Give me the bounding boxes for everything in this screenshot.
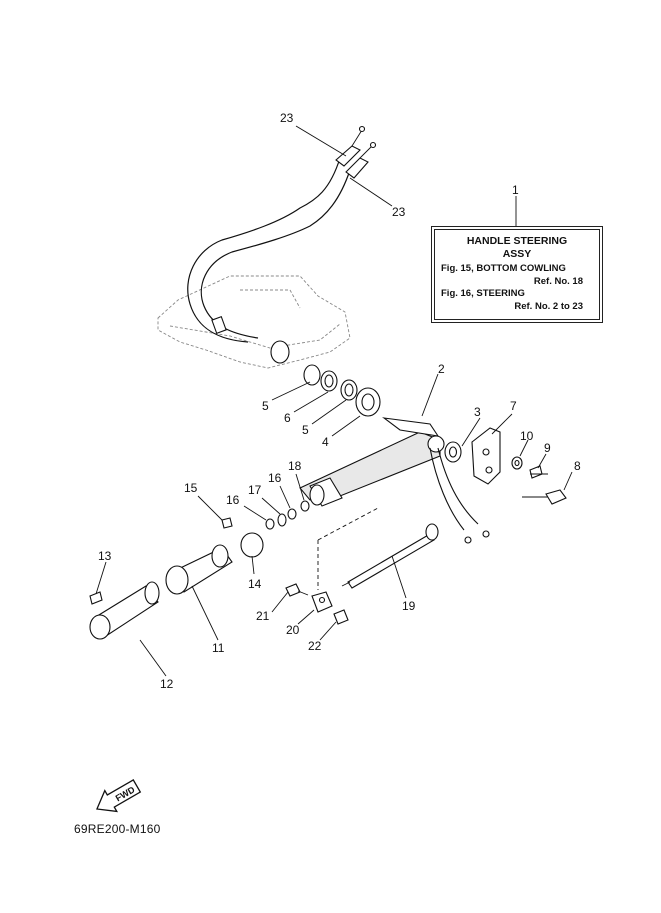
steering-bushings [270,340,381,417]
bottom-cowling-ghost [157,275,351,369]
callout-10: 10 [520,429,534,443]
info-title-line2: ASSY [502,247,532,260]
callout-5a: 5 [262,399,269,413]
callout-2: 2 [438,362,445,376]
info-ref1: Fig. 15, BOTTOM COWLING [441,263,566,274]
callout-23b: 23 [392,205,406,219]
callout-18: 18 [288,459,302,473]
throttle-grip-assembly [89,532,264,640]
info-ref2: Fig. 16, STEERING [441,288,525,299]
callout-21: 21 [256,609,270,623]
callout-3: 3 [474,405,481,419]
callout-8: 8 [574,459,581,473]
callout-5b: 5 [302,423,309,437]
callout-14: 14 [248,577,262,591]
callout-6: 6 [284,411,291,425]
callout-22: 22 [308,639,322,653]
callout-20: 20 [286,623,300,637]
callout-1: 1 [512,183,519,197]
callout-19: 19 [402,599,416,613]
callout-16b: 16 [268,471,282,485]
callout-4: 4 [322,435,329,449]
callout-17: 17 [248,483,262,497]
callout-12: 12 [160,677,174,691]
callout-13: 13 [98,549,112,563]
small-fasteners [221,500,310,530]
callout-23a: 23 [280,111,294,125]
right-side-parts [444,427,567,505]
callout-15: 15 [184,481,198,495]
callout-11: 11 [212,641,225,655]
throttle-cables [187,125,377,343]
diagram-code: 69RE200-M160 [74,822,161,836]
info-ref2-no: Ref. No. 2 to 23 [514,300,583,312]
callout-16a: 16 [226,493,240,507]
fwd-arrow-icon: FWD [96,779,142,813]
info-title-line1: HANDLE STEERING [466,235,568,247]
callout-7: 7 [510,399,517,413]
steering-handle-bracket [299,417,490,544]
info-box: HANDLE STEERING ASSY Fig. 15, BOTTOM COW… [431,226,603,323]
info-ref1-no: Ref. No. 18 [533,275,583,287]
callout-9: 9 [544,441,551,455]
callout-labels: 1 2 3 4 5 5 6 7 8 9 10 11 12 13 14 15 16… [98,111,581,691]
throttle-shaft [341,523,439,589]
leader-lines [95,125,573,677]
holder-assembly [285,507,379,625]
